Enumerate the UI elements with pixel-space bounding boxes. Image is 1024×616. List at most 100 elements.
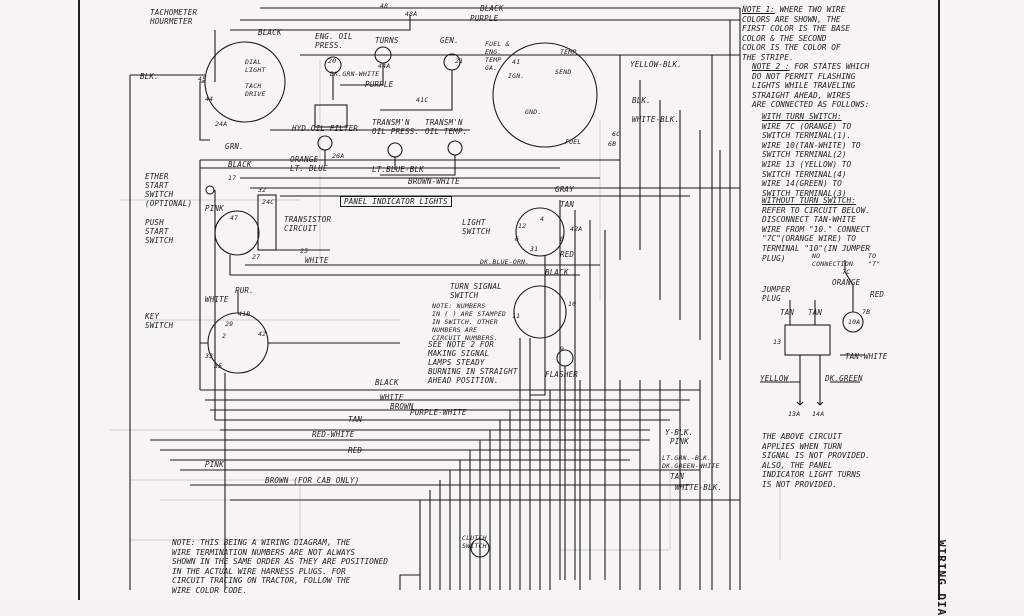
terminal-35: 35 — [214, 362, 223, 370]
note2-line-3: STRAIGHT AHEAD, WIRES — [752, 90, 851, 100]
wire-yellow-blk: YELLOW-BLK. — [630, 60, 682, 69]
turn-signal-switch — [513, 285, 567, 339]
jumper-plug — [784, 324, 831, 356]
note1-line-5: THE STRIPE. — [742, 52, 794, 62]
wire-dk-blue-orn: DK.BLUE-ORN. — [480, 258, 530, 266]
note-bottom: NOTE: THIS BEING A WIRING DIAGRAM, THE W… — [172, 538, 388, 596]
note1-heading: NOTE 1: — [742, 5, 775, 14]
terminal-13: 13 — [773, 338, 782, 346]
wire-y-blk: Y-BLK. — [665, 428, 694, 437]
terminal-42a: 42A — [570, 225, 583, 233]
label-flasher: FLASHER — [545, 370, 579, 379]
terminal-24c: 24C — [262, 198, 275, 206]
note2-line-0: FOR STATES WHICH — [794, 62, 870, 71]
wire-white-ts: WHITE — [305, 256, 329, 265]
terminal-44a: 44A — [378, 62, 391, 70]
terminal-21: 21 — [455, 57, 464, 65]
wire-purple-white: PURPLE-WHITE — [410, 408, 467, 417]
wiring-drawing — [110, 7, 865, 590]
wire-red-low: RED — [348, 446, 363, 455]
wire-brown-white: BROWN-WHITE — [408, 177, 460, 186]
terminal-6c: 6C — [612, 130, 621, 138]
above-line-5: IS NOT PROVIDED. — [762, 479, 838, 489]
terminal-14a: 14A — [812, 410, 825, 418]
label-fuel: FUEL — [565, 138, 582, 146]
note2-line-2: LIGHTS WHILE TRAVELING — [752, 81, 856, 91]
without-heading: WITHOUT TURN SWITCH: — [762, 196, 856, 205]
above-line-4: INDICATOR LIGHT TURNS — [762, 470, 861, 480]
note2-line-1: DO NOT PERMIT FLASHING — [752, 71, 856, 81]
bottom-line-2: SHOWN IN THE SAME ORDER AS THEY ARE POSI… — [172, 557, 388, 567]
wire-lt-blue-blk: LT.BLUE-BLK — [372, 165, 424, 174]
wire-white-blk-top: WHITE-BLK. — [632, 115, 680, 124]
terminal-42: 42 — [258, 330, 267, 338]
note-above-circuit: THE ABOVE CIRCUIT APPLIES WHEN TURN SIGN… — [762, 432, 870, 490]
label-temp: TEMP — [560, 48, 577, 56]
terminal-2: 2 — [222, 332, 227, 340]
terminal-41b: 41B — [238, 310, 251, 318]
wire-red-ls: RED — [560, 250, 575, 259]
terminal-32: 32 — [258, 186, 267, 194]
terminal-6b: 6B — [608, 140, 617, 148]
label-gen: GEN. — [440, 36, 459, 45]
above-line-1: APPLIES WHEN TURN — [762, 441, 842, 451]
label-send: SEND — [555, 68, 572, 76]
bottom-line-0: NOTE: THIS BEING A WIRING DIAGRAM, THE — [172, 538, 351, 547]
with-line-4: WIRE 13 (YELLOW) TO — [762, 159, 852, 169]
above-line-0: THE ABOVE CIRCUIT — [762, 432, 842, 441]
light-switch — [515, 207, 565, 257]
without-line-4: TERMINAL "10"(IN JUMPER — [762, 243, 870, 253]
wire-tan-white-jp: TAN-WHITE — [845, 352, 888, 361]
terminal-41c: 41C — [416, 96, 429, 104]
wire-blk-right: BLK. — [632, 96, 651, 105]
wire-black-low: BLACK — [375, 378, 399, 387]
wire-lt-grn-blk: LT.GRN.-BLK. — [662, 454, 712, 462]
page-title: WIRING DIA — [935, 540, 948, 616]
bottom-line-5: WIRE COLOR CODE. — [172, 585, 248, 595]
wire-purple-mid: PURPLE — [365, 80, 394, 89]
above-line-3: ALSO, THE PANEL — [762, 460, 833, 470]
bottom-line-3: IN THE ACTUAL WIRE HARNESS PLUGS. FOR — [172, 566, 346, 576]
terminal-10: 10 — [568, 300, 577, 308]
terminal-48a: 48A — [405, 10, 418, 18]
terminal-4: 4 — [540, 215, 545, 223]
wire-red-jp: RED — [870, 290, 885, 299]
wire-orange: ORANGE — [290, 155, 319, 164]
wire-black-ether: BLACK — [228, 160, 252, 169]
terminal-27: 27 — [252, 253, 261, 261]
wire-tan-right: TAN — [670, 472, 685, 481]
wire-black-top2: BLACK — [480, 4, 504, 13]
note1-line-0: WHERE TWO WIRE — [779, 5, 846, 14]
terminal-13a: 13A — [788, 410, 801, 418]
wire-tan-jp2: TAN — [808, 308, 823, 317]
wire-purple-top: PURPLE — [470, 14, 499, 23]
wire-grn: GRN. — [225, 142, 244, 151]
note1-line-3: COLOR & THE SECOND — [742, 33, 827, 43]
transm-oil-temp-light — [447, 140, 463, 156]
terminal-25: 25 — [300, 247, 309, 255]
with-line-7: SWITCH TERMINAL(3) — [762, 188, 847, 198]
terminal-48: 48 — [380, 2, 389, 10]
label-panel-indicator-lights: PANEL INDICATOR LIGHTS — [340, 196, 452, 207]
wire-pink-left: PINK — [205, 204, 224, 213]
wire-black-ls: BLACK — [545, 268, 569, 277]
with-heading: WITH TURN SWITCH: — [762, 112, 842, 121]
terminal-17: 17 — [228, 174, 237, 182]
with-line-6: WIRE 14(GREEN) TO — [762, 179, 842, 189]
with-line-0: WIRE 7C (ORANGE) TO — [762, 121, 852, 131]
wire-orange-jp: ORANGE — [832, 278, 861, 287]
note-without-turn-switch: WITHOUT TURN SWITCH: REFER TO CIRCUIT BE… — [762, 196, 870, 263]
terminal-10a: 10A — [848, 318, 861, 326]
note1-line-4: COLOR IS THE COLOR OF — [742, 43, 841, 53]
terminal-45: 45 — [198, 75, 207, 83]
bottom-line-4: CIRCUIT TRACING ON TRACTOR, FOLLOW THE — [172, 576, 351, 586]
